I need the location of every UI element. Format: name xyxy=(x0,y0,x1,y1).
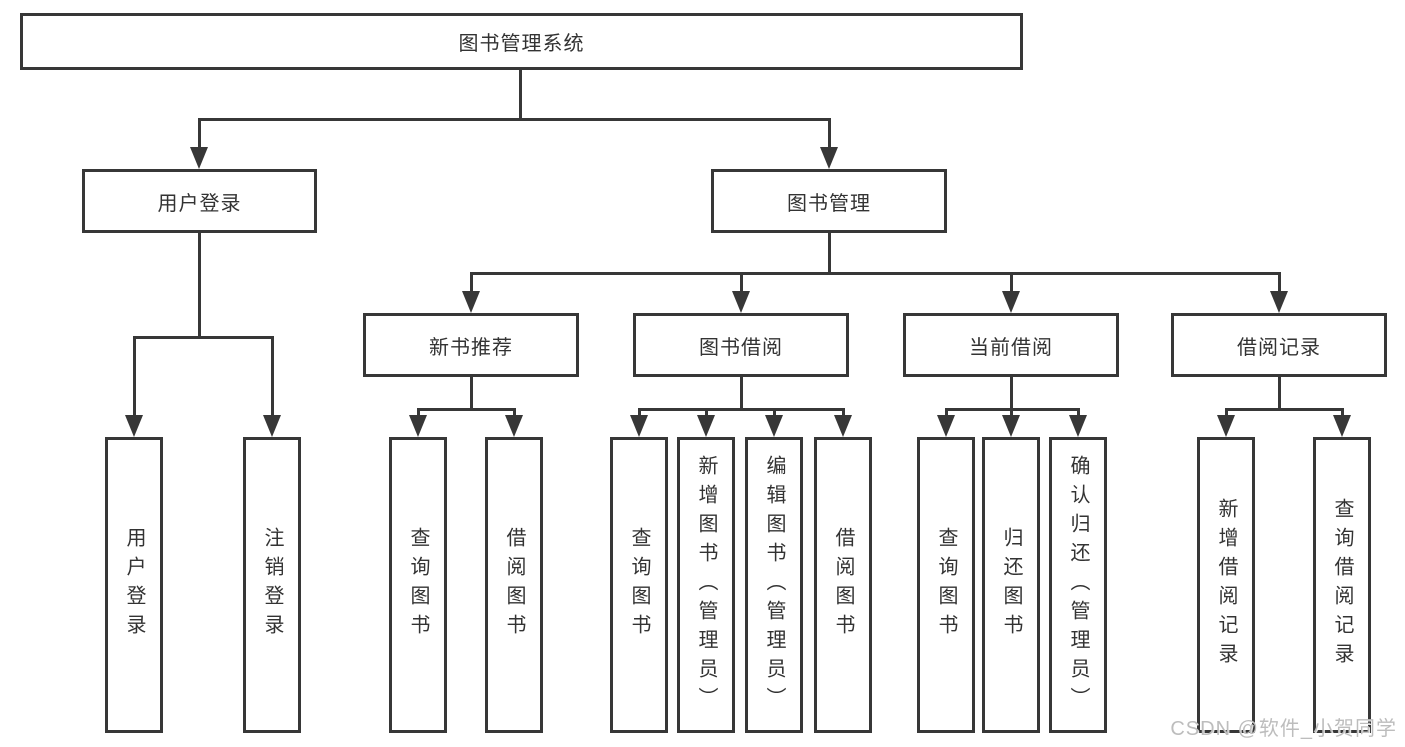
leaf-label: 借阅图书 xyxy=(832,527,854,643)
leaf-confirm-return-admin: 确认归还（管理员） xyxy=(1049,437,1107,733)
leaf-query-borrow-record: 查询借阅记录 xyxy=(1313,437,1371,733)
leaf-label: 借阅图书 xyxy=(503,527,525,643)
leaf-label: 用户登录 xyxy=(123,527,145,643)
leaf-label: 查询图书 xyxy=(407,527,429,643)
arrowhead-icon xyxy=(697,415,715,437)
node-borrow-records: 借阅记录 xyxy=(1171,313,1387,377)
connector-line xyxy=(197,118,201,151)
connector-line xyxy=(469,377,473,408)
connector-line xyxy=(1076,408,1080,420)
arrowhead-icon xyxy=(630,415,648,437)
node-label: 用户登录 xyxy=(157,192,242,215)
connector-line xyxy=(416,408,420,420)
connector-line xyxy=(1009,272,1013,297)
leaf-user-login: 用户登录 xyxy=(105,437,163,733)
leaf-borrow-books-recommend: 借阅图书 xyxy=(485,437,543,733)
node-new-book-recommend: 新书推荐 xyxy=(363,313,579,377)
connector-line xyxy=(469,272,1281,275)
leaf-logout: 注销登录 xyxy=(243,437,301,733)
connector-line xyxy=(197,233,201,336)
arrowhead-icon xyxy=(1002,415,1020,437)
connector-line xyxy=(1277,272,1281,297)
leaf-label: 查询借阅记录 xyxy=(1331,498,1353,672)
node-book-borrow: 图书借阅 xyxy=(633,313,849,377)
arrowhead-icon xyxy=(765,415,783,437)
arrowhead-icon xyxy=(462,291,480,313)
leaf-label: 查询图书 xyxy=(935,527,957,643)
connector-line xyxy=(704,408,708,420)
connector-line xyxy=(739,272,743,297)
connector-line xyxy=(270,336,274,420)
connector-line xyxy=(637,408,641,420)
leaf-label: 查询图书 xyxy=(628,527,650,643)
leaf-return-books: 归还图书 xyxy=(982,437,1040,733)
connector-line xyxy=(637,408,845,411)
arrowhead-icon xyxy=(1333,415,1351,437)
arrowhead-icon xyxy=(1002,291,1020,313)
leaf-query-books-current: 查询图书 xyxy=(917,437,975,733)
connector-line xyxy=(1277,377,1281,408)
arrowhead-icon xyxy=(190,147,208,169)
leaf-query-books-borrow: 查询图书 xyxy=(610,437,668,733)
leaf-label: 注销登录 xyxy=(261,527,283,643)
leaf-label: 归还图书 xyxy=(1000,527,1022,643)
leaf-label: 新增借阅记录 xyxy=(1215,498,1237,672)
arrowhead-icon xyxy=(1069,415,1087,437)
connector-line xyxy=(512,408,516,420)
node-label: 图书管理系统 xyxy=(458,33,585,55)
arrowhead-icon xyxy=(263,415,281,437)
leaf-add-books-admin: 新增图书（管理员） xyxy=(677,437,735,733)
connector-line xyxy=(772,408,776,420)
arrowhead-icon xyxy=(820,147,838,169)
arrowhead-icon xyxy=(409,415,427,437)
connector-line xyxy=(739,377,743,408)
leaf-add-borrow-record: 新增借阅记录 xyxy=(1197,437,1255,733)
leaf-label: 编辑图书（管理员） xyxy=(763,454,785,716)
connector-line xyxy=(469,272,473,297)
arrowhead-icon xyxy=(505,415,523,437)
node-label: 当前借阅 xyxy=(969,336,1053,359)
arrowhead-icon xyxy=(937,415,955,437)
connector-line xyxy=(1009,408,1013,420)
leaf-label: 确认归还（管理员） xyxy=(1067,454,1089,716)
connector-line xyxy=(518,70,522,118)
node-label: 新书推荐 xyxy=(429,336,513,359)
leaf-query-books-recommend: 查询图书 xyxy=(389,437,447,733)
leaf-edit-books-admin: 编辑图书（管理员） xyxy=(745,437,803,733)
node-user-login: 用户登录 xyxy=(82,169,317,233)
node-current-borrow: 当前借阅 xyxy=(903,313,1119,377)
arrowhead-icon xyxy=(1217,415,1235,437)
connector-line xyxy=(827,118,831,151)
connector-line xyxy=(197,118,829,121)
node-label: 图书管理 xyxy=(787,192,871,215)
csdn-watermark: CSDN @软件_小贺同学 xyxy=(1170,718,1397,740)
arrowhead-icon xyxy=(834,415,852,437)
connector-line xyxy=(841,408,845,420)
connector-line xyxy=(944,408,948,420)
connector-line xyxy=(1340,408,1344,420)
node-label: 图书借阅 xyxy=(699,336,783,359)
node-book-management: 图书管理 xyxy=(711,169,947,233)
connector-line xyxy=(1224,408,1228,420)
leaf-label: 新增图书（管理员） xyxy=(695,454,717,716)
connector-line xyxy=(416,408,516,411)
leaf-borrow-books: 借阅图书 xyxy=(814,437,872,733)
node-root-library-management-system: 图书管理系统 xyxy=(20,13,1023,70)
connector-line xyxy=(132,336,136,420)
connector-line xyxy=(132,336,274,339)
connector-line xyxy=(1224,408,1344,411)
arrowhead-icon xyxy=(732,291,750,313)
arrowhead-icon xyxy=(1270,291,1288,313)
connector-line xyxy=(1009,377,1013,408)
node-label: 借阅记录 xyxy=(1237,336,1321,359)
connector-line xyxy=(827,233,831,272)
arrowhead-icon xyxy=(125,415,143,437)
